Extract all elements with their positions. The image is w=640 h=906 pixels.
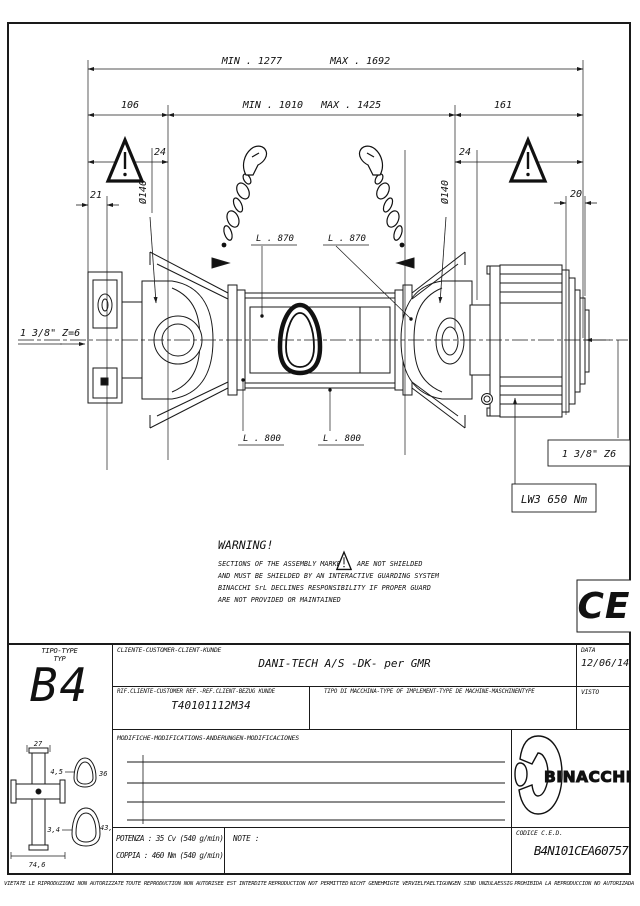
- notice-es: PROHIBIDA LA REPRODUCCION NO AUTORIZADA: [514, 881, 634, 887]
- customer-cell: CLIENTE-CUSTOMER-CLIENT-KUNDE DANI-TECH …: [113, 645, 577, 687]
- type-cell: TIPO-TYPE TYP B4: [7, 645, 113, 875]
- notice-en: REPRODUCTION NOT PERMITTED: [268, 881, 349, 887]
- dim-left-diameter: Ø140: [137, 180, 149, 204]
- mini-dim-total: 74,6: [29, 861, 46, 869]
- dim-right-end: 20: [570, 189, 582, 200]
- brand-cell: BINACCHI: [512, 730, 632, 828]
- label-L800-left: L . 800: [243, 434, 281, 444]
- pto-shaft-drawing: MIN . 1277 MAX . 1692 106 MIN . 1010 MAX…: [18, 56, 631, 633]
- left-safety-chain: [221, 145, 268, 249]
- friction-clutch: [469, 264, 590, 418]
- mini-dim-d2: 43,5: [100, 824, 113, 832]
- svg-text:LW3 650 Nm: LW3 650 Nm: [521, 493, 588, 506]
- dim-right-offset: 161: [494, 100, 512, 111]
- notice-it: VIETATE LE RIPRODUZIONI NON AUTORIZZATE: [4, 881, 124, 887]
- svg-text:SECTIONS OF THE ASSEMBLY MARKE: SECTIONS OF THE ASSEMBLY MARKED: [218, 560, 345, 568]
- dim-right-guard: 24: [459, 147, 471, 158]
- label-clutch-rating: LW3 650 Nm: [511, 397, 597, 513]
- approved-label: VISTO: [581, 689, 599, 696]
- dim-right-diameter: Ø140: [439, 180, 451, 204]
- dimension-texts: MIN . 1277 MAX . 1692 106 MIN . 1010 MAX…: [90, 56, 582, 204]
- notice-de: NICHT GENEHMIGTE VERVIELFAELTIGUNGEN SIN…: [349, 881, 513, 887]
- type-label2: TYP: [53, 655, 66, 663]
- dim-tube-max: MAX . 1425: [320, 100, 381, 111]
- cross-journal-mini-drawing: 27 74,6 4,5 36 3,4 43,5: [10, 740, 113, 869]
- svg-text:BINACCHI SrL DECLINES RESPONSI: BINACCHI SrL DECLINES RESPONSIBILITY IF …: [218, 584, 431, 592]
- type-label: TIPO-TYPE: [41, 647, 78, 655]
- customer-ref-cell: RIF.CLIENTE-CUSTOMER REF.-REF.CLIENT-BEZ…: [113, 687, 310, 730]
- ce-mark: CE: [576, 579, 631, 633]
- dim-overall-min: MIN . 1277: [221, 56, 282, 67]
- modification-lines: [127, 755, 505, 824]
- label-L800-right: L . 800: [323, 434, 361, 444]
- warning-triangle-right: [509, 138, 547, 183]
- code-label: CODICE C.E.D.: [516, 830, 563, 837]
- right-chain-anchor: [395, 257, 415, 269]
- code-value: B4N101CEA60757: [533, 843, 629, 858]
- svg-text:ARE NOT PROVIDED OR MAINTAINED: ARE NOT PROVIDED OR MAINTAINED: [217, 596, 341, 604]
- modifications-label: MODIFICHE-MODIFICATIONS-ANDERUNGEN-MODIF…: [117, 734, 299, 742]
- binacchi-logo: BINACCHI: [514, 735, 632, 815]
- warning-note: WARNING! SECTIONS OF THE ASSEMBLY MARKED…: [217, 538, 440, 604]
- date-value: 12/06/14: [581, 658, 630, 669]
- type-value: B4: [29, 658, 90, 712]
- power-cell: POTENZA : 35 Cv (540 g/min) COPPIA : 460…: [113, 828, 225, 875]
- dimensions: [60, 67, 610, 346]
- code-cell: CODICE C.E.D. B4N101CEA60757: [512, 828, 631, 875]
- reproduction-notice: VIETATE LE RIPRODUZIONI NON AUTORIZZATE …: [0, 881, 640, 887]
- dim-left-guard: 24: [154, 147, 166, 158]
- machine-type-label: TIPO DI MACCHINA-TYPE OF IMPLEMENT-TYPE …: [324, 689, 535, 695]
- label-L870-left: L . 870: [256, 234, 294, 244]
- label-spline-right: 1 3/8" Z6: [547, 340, 631, 467]
- mini-dim-width: 27: [34, 740, 43, 748]
- extension-lines: [18, 60, 628, 470]
- left-chain-anchor: [211, 257, 231, 269]
- svg-text:AND MUST BE SHIELDED BY AN INT: AND MUST BE SHIELDED BY AN INTERACTIVE G…: [217, 572, 440, 580]
- customer-label: CLIENTE-CUSTOMER-CLIENT-KUNDE: [117, 647, 222, 654]
- guard-length-labels: L . 870 L . 870 L . 800 L . 800: [238, 234, 413, 446]
- right-safety-chain: [358, 145, 405, 249]
- approved-cell: VISTO: [577, 687, 631, 730]
- dim-overall-max: MAX . 1692: [329, 56, 390, 67]
- brand-name: BINACCHI: [544, 768, 631, 786]
- label-L870-right: L . 870: [328, 234, 366, 244]
- note-cell: NOTE :: [225, 828, 512, 875]
- customer-value: DANI-TECH A/S -DK- per GMR: [258, 657, 431, 670]
- power-value: POTENZA : 35 Cv (540 g/min): [116, 834, 224, 843]
- left-guard-cone: [149, 251, 229, 429]
- dim-left-offset: 106: [121, 100, 139, 111]
- machine-type-cell: TIPO DI MACCHINA-TYPE OF IMPLEMENT-TYPE …: [310, 687, 577, 730]
- svg-text:CE: CE: [577, 586, 630, 627]
- title-block: TIPO-TYPE TYP B4: [7, 643, 632, 875]
- torque-value: COPPIA : 460 Nm (540 g/min): [116, 851, 224, 860]
- modifications-cell: MODIFICHE-MODIFICATIONS-ANDERUNGEN-MODIF…: [113, 730, 512, 828]
- notice-fr: TOUTE REPRODUCTION NON AUTORISEE EST INT…: [125, 881, 267, 887]
- svg-text:1 3/8" Z6: 1 3/8" Z6: [562, 449, 616, 460]
- customer-ref-value: T40101112M34: [171, 699, 251, 712]
- note-label: NOTE :: [233, 834, 260, 843]
- dim-tube-min: MIN . 1010: [242, 100, 303, 111]
- svg-text:ARE NOT SHIELDED: ARE NOT SHIELDED: [356, 560, 422, 568]
- date-cell: DATA 12/06/14: [577, 645, 631, 687]
- mini-dim-t1: 4,5: [50, 768, 63, 776]
- date-label: DATA: [581, 647, 596, 654]
- tube-profile: [277, 302, 323, 376]
- mini-dim-t2: 3,4: [46, 826, 60, 834]
- customer-ref-label: RIF.CLIENTE-CUSTOMER REF.-REF.CLIENT-BEZ…: [117, 689, 275, 695]
- warning-triangle-left: [106, 138, 144, 183]
- right-guard-cone: [411, 251, 466, 429]
- mini-dim-d1: 36: [98, 770, 107, 778]
- dim-left-end: 21: [90, 190, 102, 201]
- label-spline-left: 1 3/8" Z=6: [20, 328, 80, 339]
- warning-title: WARNING!: [218, 538, 273, 552]
- left-guard-plate: [87, 271, 123, 404]
